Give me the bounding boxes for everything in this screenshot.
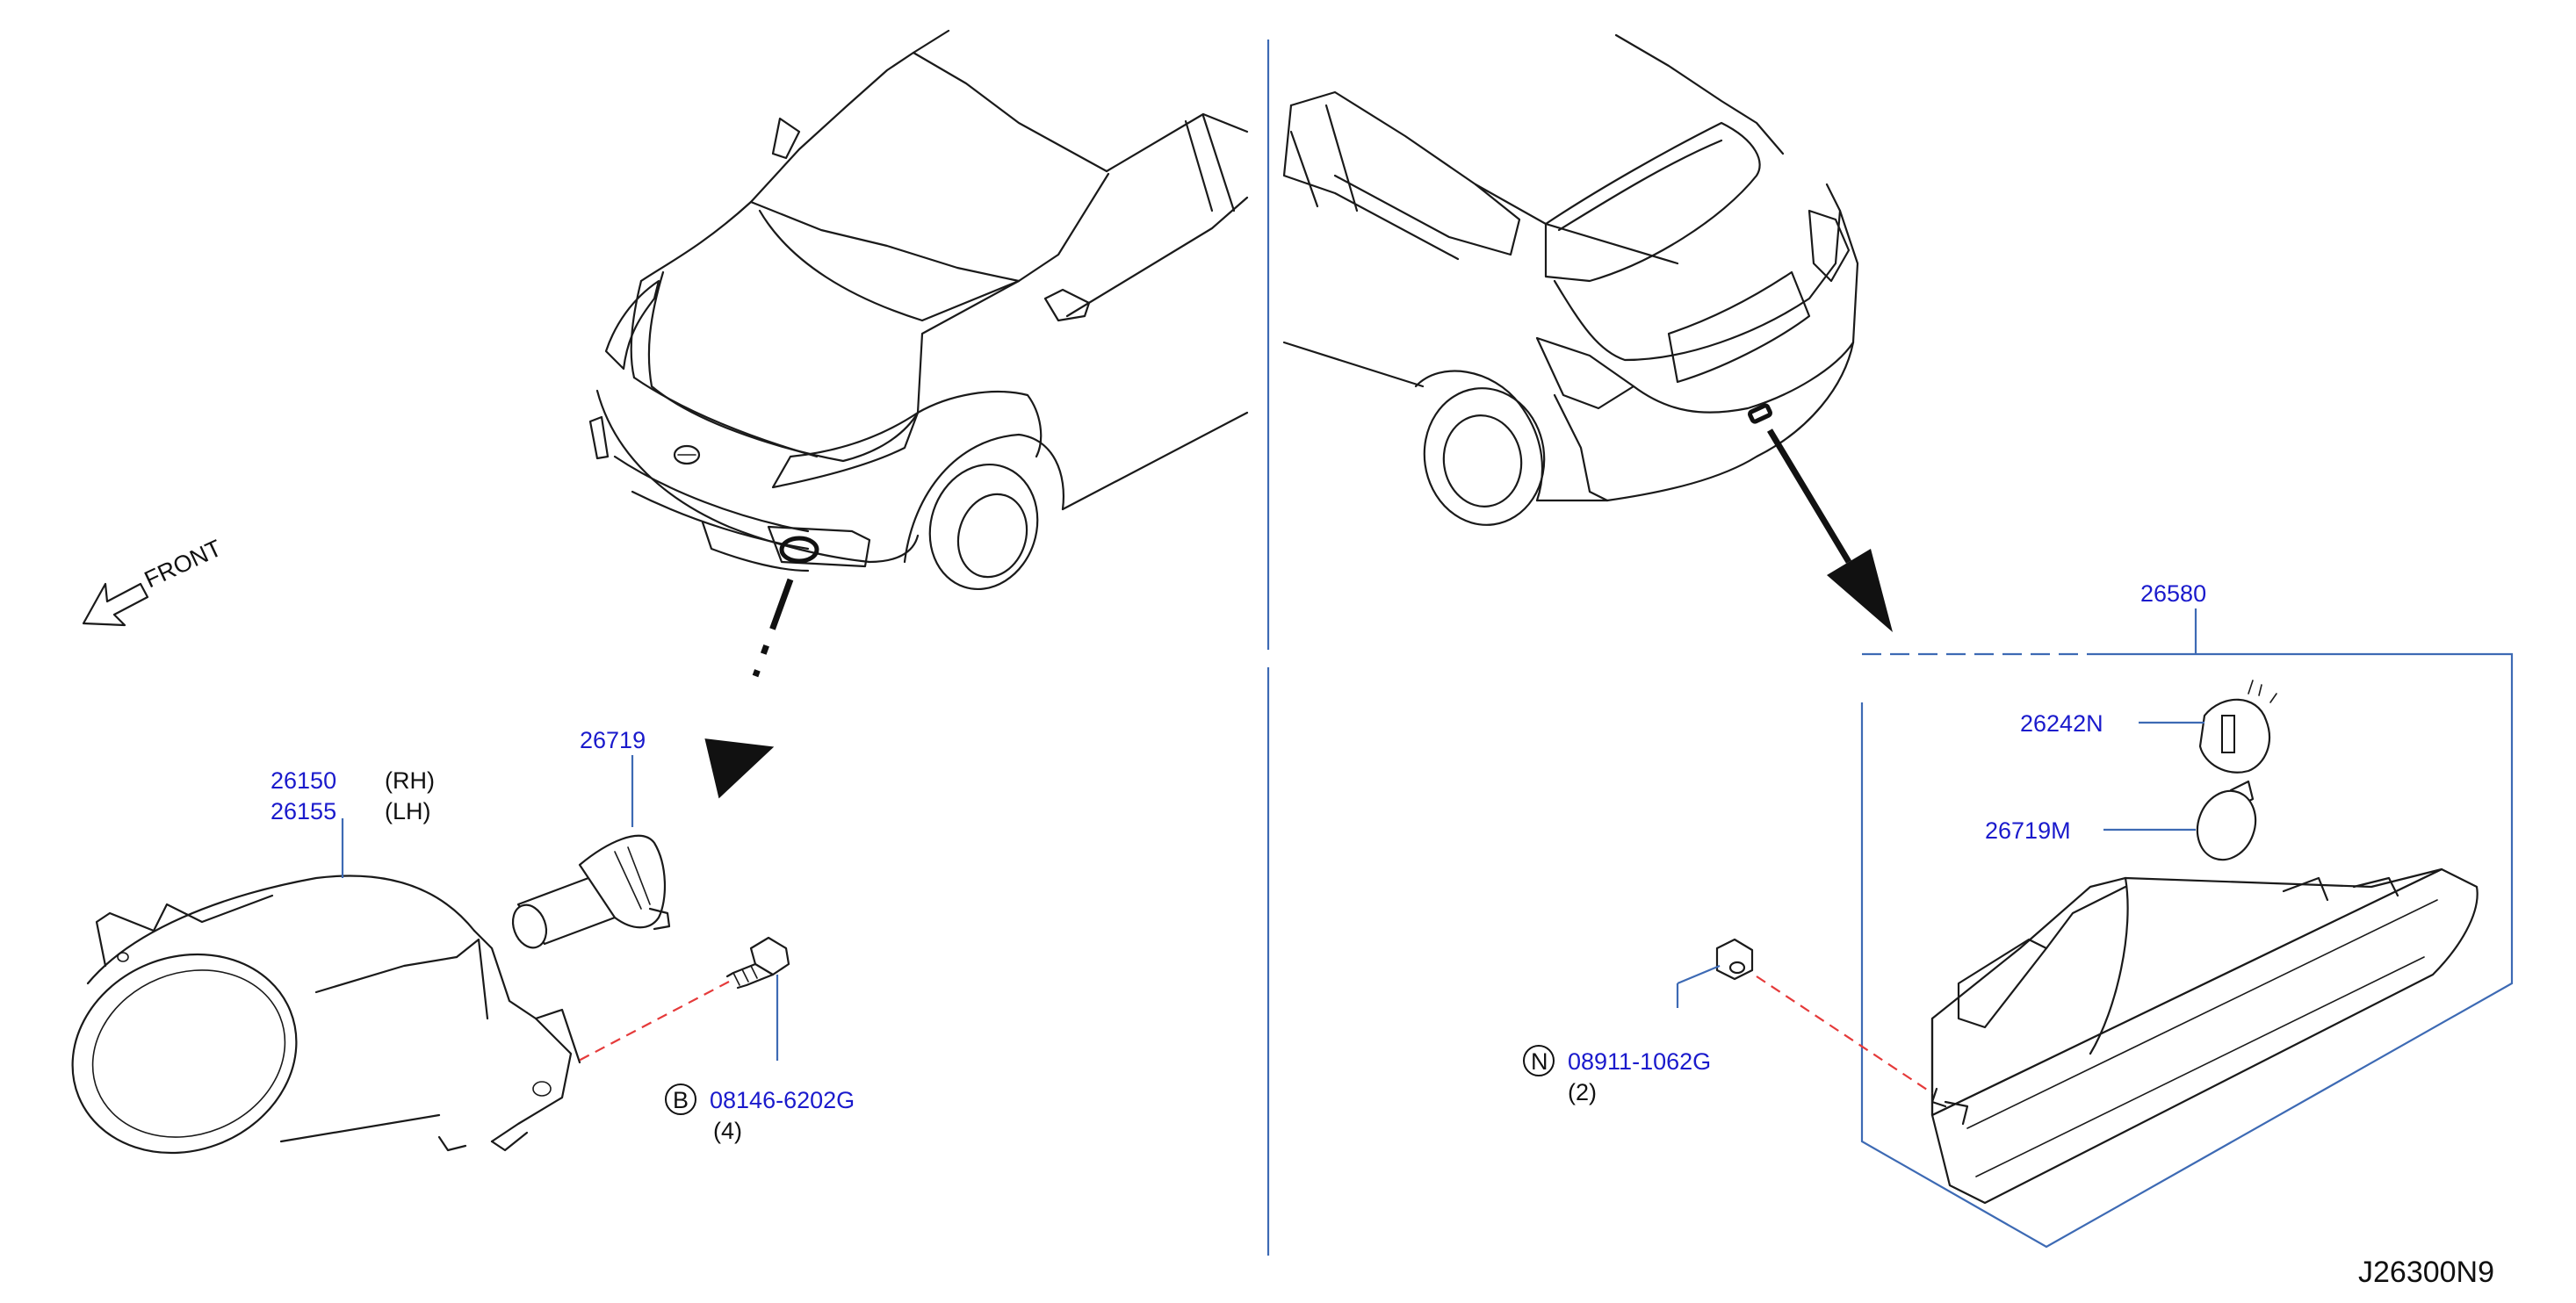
front-fog-lamp-side-rh: (RH) — [385, 767, 435, 794]
rear-fog-lamp — [1930, 867, 2479, 1205]
front-bolt-callout: B 08146-6202G (4) — [665, 1083, 855, 1144]
front-callout-arrow — [704, 578, 794, 799]
front-car-illustration — [588, 29, 1249, 591]
front-fog-lamp-side-lh: (LH) — [385, 798, 431, 824]
rear-car-illustration — [1282, 33, 1859, 526]
rear-nut-part: 08911-1062G — [1568, 1048, 1711, 1075]
front-label: FRONT — [141, 535, 226, 593]
front-bulb-part: 26719 — [580, 727, 646, 753]
front-bolt-dash — [574, 981, 730, 1063]
front-fog-lamp — [71, 875, 581, 1155]
rear-nut-symbol: N — [1531, 1048, 1548, 1075]
diagram-code: J26300N9 — [2358, 1256, 2494, 1289]
front-fog-lamp-part-rh: 26150 — [271, 767, 336, 794]
rear-nut-dash — [1756, 975, 1933, 1094]
rear-nut-callout: N 08911-1062G (2) — [1523, 1045, 1711, 1105]
rear-bulb — [2196, 780, 2257, 861]
rear-nut — [1715, 938, 1754, 981]
front-leaders — [341, 755, 779, 1061]
rear-fog-lamp-part: 26580 — [2140, 580, 2206, 607]
rear-leaders — [1676, 721, 2204, 1008]
rear-callout-arrow — [1766, 428, 1893, 632]
front-bolt-symbol: B — [673, 1087, 689, 1113]
front-bolt-qty: (4) — [713, 1118, 742, 1144]
rear-nut-qty: (2) — [1568, 1079, 1597, 1105]
front-bulb — [511, 834, 671, 949]
rear-socket-part: 26242N — [2020, 710, 2103, 737]
rear-socket — [2198, 680, 2277, 774]
front-bolt-part: 08146-6202G — [710, 1087, 855, 1113]
front-direction-indicator: FRONT — [82, 535, 226, 627]
front-bolt — [725, 936, 790, 990]
rear-assembly-frame — [1860, 608, 2514, 1249]
rear-bulb-part: 26719M — [1985, 817, 2071, 844]
front-fog-lamp-part-lh: 26155 — [271, 798, 336, 824]
